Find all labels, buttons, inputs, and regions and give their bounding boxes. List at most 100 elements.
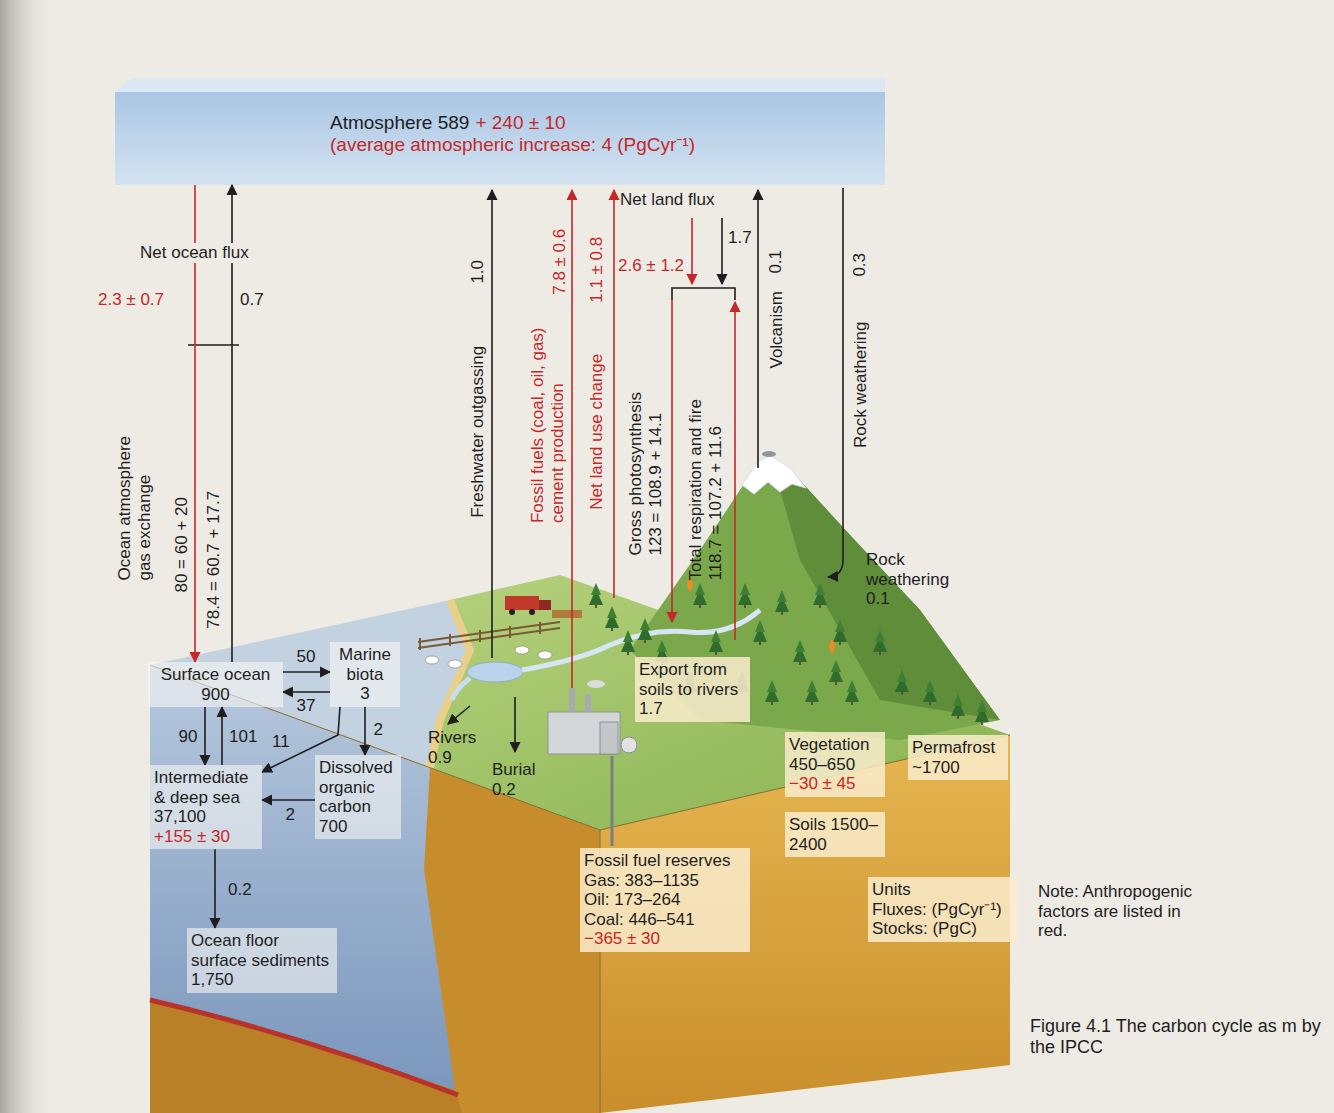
- tree: [775, 590, 789, 615]
- carbon-stock-box: Marine biota3: [330, 642, 400, 707]
- wheel: [529, 609, 535, 615]
- tree: [833, 620, 847, 645]
- flux-value-holder: 0.2: [228, 880, 252, 900]
- book-gutter: [0, 0, 55, 1113]
- flux-value-holder: 37: [297, 696, 316, 716]
- carbon-stock-box: Dissolved organic carbon 700: [315, 755, 401, 839]
- tree: [709, 630, 723, 655]
- chimney: [585, 694, 591, 712]
- flux-label: Net land use change: [587, 354, 607, 510]
- node-text: Atmosphere 589: [330, 112, 469, 133]
- flux-value: 0.3: [850, 253, 870, 277]
- flux-label: Rock weathering 0.1: [866, 550, 966, 609]
- flux-arrow: [491, 190, 493, 658]
- flux-value: 11: [272, 732, 290, 752]
- flux-value-holder: 1.0: [468, 260, 488, 284]
- fence-rail: [418, 628, 560, 648]
- flux-arrow: [364, 707, 366, 755]
- node-text: Ocean floor surface sediments 1,750: [191, 931, 333, 990]
- node-text: +155 ± 30: [154, 827, 258, 847]
- flux-value: 37: [297, 696, 316, 716]
- flux-value-holder: 0.7: [240, 290, 264, 310]
- node-text: Marine biota: [334, 645, 396, 684]
- tree: [951, 694, 965, 719]
- flux-value-holder: 1.1 ± 0.8: [587, 237, 607, 303]
- tree: [738, 583, 752, 608]
- carbon-stock-box: Soils 1500–2400: [785, 812, 885, 857]
- carbon-stock-box: Permafrost ~1700: [908, 735, 1008, 780]
- node-text: Gas: 383–1135: [584, 871, 746, 891]
- units-box: UnitsFluxes: (PgCyr⁻¹)Stocks: (PgC): [868, 877, 1018, 942]
- flux-value-holder: 0.3: [850, 253, 870, 277]
- atmosphere-top-face: [115, 78, 885, 92]
- flux-label-holder: Net ocean flux: [137, 243, 252, 263]
- snow-cap: [742, 455, 806, 494]
- flux-arrow: [571, 190, 573, 688]
- node-text: −365 ± 30: [584, 929, 746, 949]
- flux-value: 78.4 = 60.7 + 17.7: [204, 491, 224, 629]
- carbon-stock-box: Vegetation 450–650−30 ± 45: [785, 732, 885, 797]
- tree: [605, 606, 619, 631]
- tree: [813, 583, 827, 608]
- flux-label-holder: Rock weathering 0.1: [866, 550, 966, 609]
- tree: [975, 700, 989, 725]
- flux-arrow: [262, 799, 315, 801]
- figure-caption-holder: Figure 4.1 The carbon cycle as m by the …: [1030, 1016, 1322, 1057]
- node-text: Soils 1500–2400: [789, 815, 881, 854]
- flux-value: 90: [179, 727, 198, 747]
- flux-arrow: [613, 190, 615, 598]
- flux-value: 2.3 ± 0.7: [98, 290, 164, 310]
- flux-label-holder: Ocean atmosphere gas exchange: [115, 430, 154, 580]
- flux-arrow: [214, 849, 216, 928]
- logs: [552, 610, 582, 618]
- flux-value-holder: 2: [286, 805, 295, 825]
- node-text: Oil: 173–264: [584, 890, 746, 910]
- flux-value-holder: 90: [179, 727, 198, 747]
- flux-label-holder: Burial 0.2: [492, 760, 550, 799]
- flux-label-holder: Net land flux: [620, 190, 715, 210]
- tree: [765, 680, 779, 705]
- node-text: Vegetation 450–650: [789, 735, 881, 774]
- node-text: + 240 ± 10: [475, 112, 565, 133]
- flux-label: Burial 0.2: [492, 760, 550, 799]
- cow: [425, 656, 439, 664]
- flux-arrow: [828, 188, 843, 577]
- flux-label-holder: Rivers 0.9: [428, 728, 483, 767]
- carbon-stock-box: Ocean floor surface sediments 1,750: [187, 928, 337, 993]
- flux-value: 2: [286, 805, 295, 825]
- tree: [805, 680, 819, 705]
- chimney: [569, 688, 575, 712]
- node-text: (average atmospheric increase: 4 (PgCyr⁻…: [330, 134, 875, 156]
- flux-value-holder: 78.4 = 60.7 + 17.7: [204, 491, 224, 629]
- carbon-stock-box: Surface ocean900: [148, 662, 283, 707]
- flux-label: Rock weathering: [850, 321, 870, 448]
- node-text: Stocks: (PgC): [872, 919, 1014, 939]
- node-text: 3: [334, 684, 396, 704]
- tree: [873, 630, 887, 655]
- flux-value-holder: 7.8 ± 0.6: [550, 229, 570, 295]
- flux-value: 2.6 ± 1.2: [618, 256, 684, 276]
- ocean-floor-ground: [150, 1000, 462, 1113]
- cow: [448, 660, 462, 668]
- flux-label-holder: Volcanism: [766, 291, 786, 368]
- tree: [589, 583, 603, 608]
- node-text: Fluxes: (PgCyr⁻¹): [872, 900, 1014, 920]
- flux-label-holder: Fossil fuels (coal, oil, gas) cement pro…: [527, 308, 566, 523]
- flux-arrow: [204, 707, 206, 765]
- lake: [467, 662, 523, 682]
- node-text: Export from soils to rivers 1.7: [639, 660, 746, 719]
- node-text: −30 ± 45: [789, 774, 881, 794]
- node-text: Fossil fuel reserves: [584, 851, 746, 871]
- flux-value: 0.7: [240, 290, 264, 310]
- tree: [693, 583, 707, 608]
- flux-label-holder: Net land use change: [587, 354, 607, 510]
- flux-value: 80 = 60 + 20: [171, 497, 191, 592]
- tree: [638, 618, 652, 643]
- flux-arrow: [283, 671, 330, 673]
- flux-value: 7.8 ± 0.6: [550, 229, 570, 295]
- ocean-surface: [150, 600, 470, 768]
- tree: [829, 660, 843, 685]
- flux-arrow: [283, 691, 330, 693]
